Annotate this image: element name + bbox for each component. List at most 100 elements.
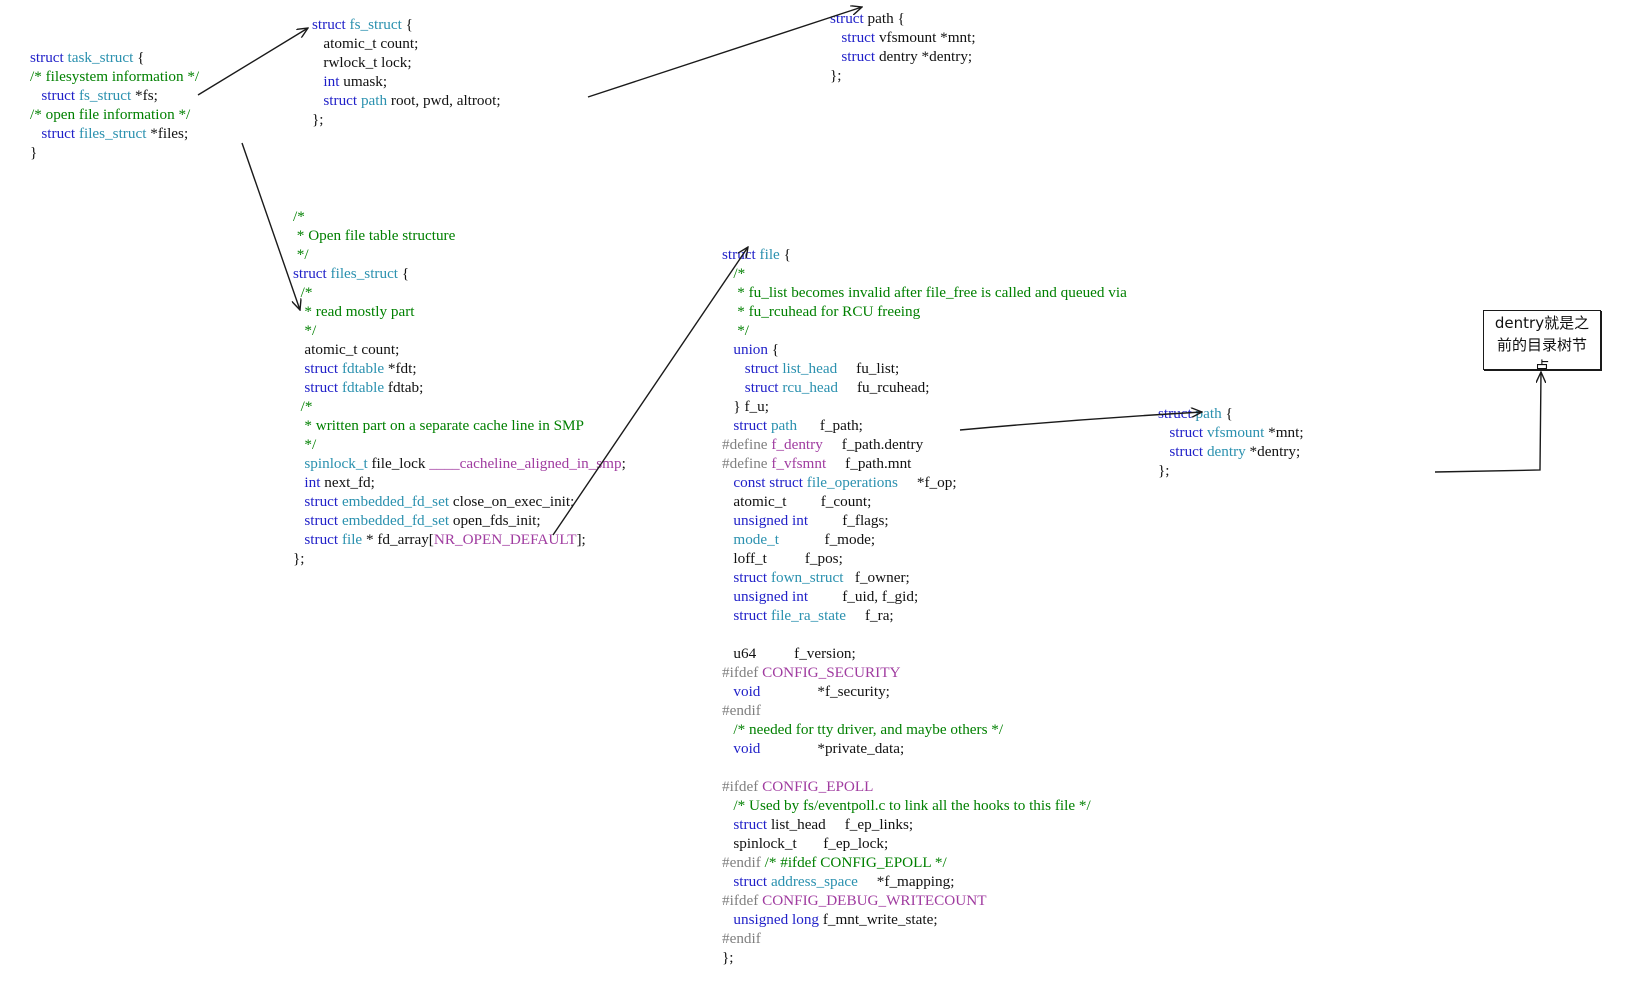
code-line: #endif	[722, 701, 1127, 720]
code-line: struct dentry *dentry;	[830, 47, 976, 66]
code-token: list_head f_ep_links;	[767, 816, 914, 833]
code-token: {	[779, 246, 791, 263]
dentry-note-box: dentry就是之 前的目录树节 点	[1483, 310, 1601, 370]
code-line: struct list_head fu_list;	[722, 359, 1127, 378]
code-token: */	[293, 322, 317, 339]
code-token: struct	[304, 360, 342, 377]
code-line: struct vfsmount *mnt;	[1158, 423, 1304, 442]
code-token: void	[733, 740, 761, 757]
code-token: } f_u;	[722, 398, 769, 415]
code-token: ;	[621, 455, 626, 472]
code-token: struct	[733, 417, 771, 434]
arrow-files-to-files-struct	[241, 142, 300, 310]
code-token: * fu_list becomes invalid after file_fre…	[722, 284, 1127, 301]
code-token: files_struct	[330, 265, 399, 282]
code-token: ];	[576, 531, 586, 548]
code-line: struct vfsmount *mnt;	[830, 28, 976, 47]
code-token: open_fds_init;	[449, 512, 541, 529]
code-line: struct fs_struct *fs;	[30, 86, 199, 105]
code-line: void *f_security;	[722, 682, 1127, 701]
code-token: union	[733, 341, 768, 358]
code-token: fown_struct	[770, 569, 844, 586]
code-token: file	[759, 246, 780, 263]
code-token: fu_rcuhead;	[837, 379, 930, 396]
code-token: };	[722, 949, 734, 966]
path-struct-code-block-right: struct path { struct vfsmount *mnt; stru…	[1158, 404, 1304, 480]
code-token: void	[733, 683, 761, 700]
code-token: struct	[1169, 443, 1207, 460]
code-line: struct fdtable fdtab;	[293, 378, 626, 397]
code-line: struct list_head f_ep_links;	[722, 815, 1127, 834]
code-token: struct	[733, 569, 771, 586]
code-token: path	[360, 92, 388, 109]
code-token: file_ra_state	[770, 607, 846, 624]
code-line: /* open file information */	[30, 105, 199, 124]
code-line: /*	[293, 207, 626, 226]
code-token: embedded_fd_set	[341, 512, 450, 529]
code-token: path	[770, 417, 798, 434]
code-token: struct	[733, 816, 768, 833]
code-token: struct	[733, 873, 771, 890]
arrow-dentry-to-note	[1434, 372, 1541, 473]
code-token: embedded_fd_set	[341, 493, 450, 510]
code-token: u64 f_version;	[722, 645, 856, 662]
code-token: #endif	[722, 930, 761, 947]
code-token: f_path;	[797, 417, 863, 434]
fs-struct-code-block: struct fs_struct { atomic_t count; rwloc…	[312, 15, 501, 129]
code-token: #endif	[722, 702, 761, 719]
code-token: * fu_rcuhead for RCU freeing	[722, 303, 921, 320]
code-token: {	[401, 16, 413, 33]
code-token: * written part on a separate cache line …	[293, 417, 585, 434]
code-line: #endif	[722, 929, 1127, 948]
code-token: struct	[744, 360, 783, 377]
code-line: unsigned long f_mnt_write_state;	[722, 910, 1127, 929]
code-token: root, pwd, altroot;	[387, 92, 501, 109]
code-token: path {	[863, 10, 905, 27]
code-token: int	[323, 73, 340, 90]
code-token: next_fd;	[320, 474, 375, 491]
code-token: unsigned int	[733, 512, 809, 529]
code-token: {	[768, 341, 780, 358]
code-token: NR_OPEN_DEFAULT	[433, 531, 577, 548]
code-line: */	[722, 321, 1127, 340]
code-token: *mnt;	[1264, 424, 1304, 441]
code-token: *private_data;	[760, 740, 905, 757]
code-token: umask;	[339, 73, 388, 90]
note-line-1: dentry就是之	[1494, 314, 1590, 332]
code-line: mode_t f_mode;	[722, 530, 1127, 549]
code-token: fdtab;	[384, 379, 424, 396]
arrow-path-to-path-struct	[587, 7, 862, 98]
code-token: /* filesystem information */	[30, 68, 200, 85]
code-token: };	[312, 111, 324, 128]
code-line: * fu_list becomes invalid after file_fre…	[722, 283, 1127, 302]
code-token: {	[133, 49, 145, 66]
code-token: fs_struct	[349, 16, 402, 33]
code-line: struct fdtable *fdt;	[293, 359, 626, 378]
code-token: f_dentry	[771, 436, 823, 453]
code-token: struct	[304, 512, 342, 529]
code-line: };	[293, 549, 626, 568]
code-token: file_operations	[806, 474, 898, 491]
code-line: /* needed for tty driver, and maybe othe…	[722, 720, 1127, 739]
code-token: /* #ifdef CONFIG_EPOLL */	[760, 854, 947, 871]
code-line: void *private_data;	[722, 739, 1127, 758]
code-token: list_head	[782, 360, 838, 377]
code-token: spinlock_t	[304, 455, 368, 472]
code-line: int next_fd;	[293, 473, 626, 492]
code-line: #ifdef CONFIG_DEBUG_WRITECOUNT	[722, 891, 1127, 910]
code-token: };	[830, 67, 842, 84]
code-line: struct task_struct {	[30, 48, 199, 67]
code-token: struct	[304, 379, 342, 396]
code-token: f_mnt_write_state;	[819, 911, 938, 928]
code-token: address_space	[770, 873, 858, 890]
code-token: ____cacheline_aligned_in_smp	[429, 455, 622, 472]
code-line: struct embedded_fd_set close_on_exec_ini…	[293, 492, 626, 511]
code-token: unsigned long	[733, 911, 820, 928]
code-line: /* Used by fs/eventpoll.c to link all th…	[722, 796, 1127, 815]
code-line: /*	[293, 397, 626, 416]
code-token: };	[293, 550, 305, 567]
code-token: struct	[841, 29, 876, 46]
code-line: atomic_t count;	[312, 34, 501, 53]
code-token: vfsmount *mnt;	[875, 29, 976, 46]
